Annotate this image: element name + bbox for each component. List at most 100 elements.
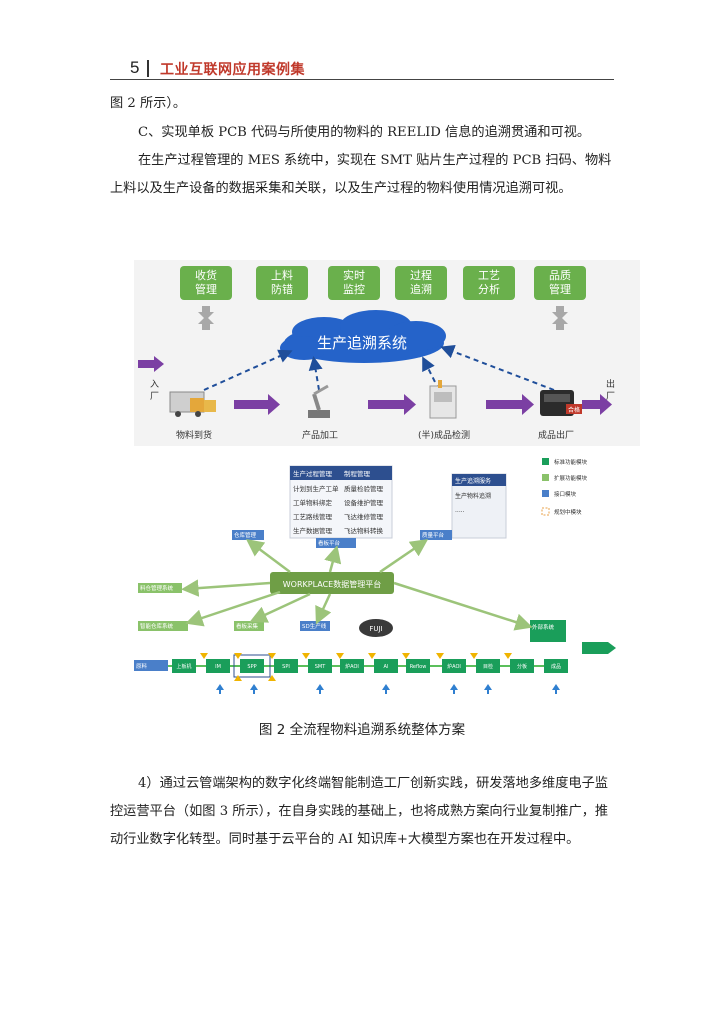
side-box-4 (138, 583, 182, 593)
svg-text:标准功能模块: 标准功能模块 (554, 458, 588, 466)
legend-swatch-1 (542, 458, 549, 465)
side-box-6 (234, 621, 264, 631)
platform-box (270, 572, 394, 594)
fuji-label: FUJI (369, 625, 382, 633)
svg-text:上板机: 上板机 (176, 663, 191, 670)
side-boxes: 仓库管理 看板平台 质量平台 料仓管理系统 智能仓库系统 看板采集 SD生产线 … (138, 530, 616, 654)
svg-text:外部系统: 外部系统 (532, 623, 555, 631)
svg-text:SD生产线: SD生产线 (302, 622, 327, 630)
svg-text:.....: ..... (455, 507, 465, 514)
module-label-6a: 品质 (549, 269, 571, 282)
paragraph-1: 图 2 所示）。 (110, 96, 187, 111)
paragraph-2: C、实现单板 PCB 代码与所使用的物料的 REELID 信息的追溯贯通和可视。 (138, 125, 591, 140)
finished-product-icon (540, 390, 582, 416)
cloud-label: 生产追溯系统 (317, 334, 407, 352)
module-label-1a: 收货 (195, 268, 217, 282)
svg-text:工单物料绑定: 工单物料绑定 (293, 498, 333, 507)
svg-text:看板采集: 看板采集 (236, 622, 259, 630)
svg-text:设备维护管理: 设备维护管理 (344, 498, 384, 507)
stage-label-1: 物料到货 (176, 429, 212, 441)
paragraph-3: 在生产过程管理的 MES 系统中，实现在 SMT 贴片生产过程的 PCB 扫码、… (110, 153, 612, 196)
svg-text:飞达维修管理: 飞达维修管理 (344, 512, 384, 521)
line-station-labels: 上板机 IM SPP SPI SMT 炉AOI AI Reflow 炉AOI 目… (176, 663, 561, 670)
figure-traceability-flow: 收货 管理 上料 防错 实时 监控 过程 追溯 工艺 分析 品质 管理 (134, 260, 640, 446)
module-boxes (180, 266, 586, 300)
module-box-4 (395, 266, 447, 300)
output-arrow (582, 642, 616, 654)
side-box-3 (420, 530, 452, 540)
page-number: 5 (130, 58, 140, 77)
header-title: 工业互联网应用案例集 (160, 62, 305, 78)
platform-connectors (181, 539, 533, 631)
svg-text:生产追溯服务: 生产追溯服务 (455, 477, 491, 485)
system-architecture-diagram: 生产过程管理 制程管理 计划到生产工单 质量检验管理 工单物料绑定 设备维护管理… (134, 458, 616, 694)
svg-text:SPI: SPI (282, 664, 290, 670)
svg-text:生产数据管理: 生产数据管理 (293, 526, 333, 535)
svg-text:炉AOI: 炉AOI (447, 663, 461, 670)
production-line: 原料 (134, 654, 568, 678)
module-box-2 (256, 266, 308, 300)
line-start-box (134, 660, 168, 671)
svg-text:计划到生产工单: 计划到生产工单 (293, 484, 339, 493)
side-box-1 (232, 530, 264, 540)
module-label-2a: 上料 (271, 268, 293, 282)
module-label-1b: 管理 (195, 282, 217, 296)
module-link-arrows (198, 306, 568, 330)
svg-text:原料: 原料 (136, 662, 148, 670)
legend-swatch-2 (542, 474, 549, 481)
svg-text:成品: 成品 (551, 663, 561, 670)
legend-swatch-4 (541, 507, 550, 516)
side-box-8 (530, 620, 566, 642)
module-box-6 (534, 266, 586, 300)
module-box-1 (180, 266, 232, 300)
svg-text:智能仓库系统: 智能仓库系统 (140, 622, 174, 630)
svg-text:炉AOI: 炉AOI (345, 663, 359, 670)
mes-function-table: 生产过程管理 制程管理 计划到生产工单 质量检验管理 工单物料绑定 设备维护管理… (289, 465, 393, 539)
module-box-5 (463, 266, 515, 300)
module-label-6b: 管理 (549, 282, 571, 296)
svg-text:SPP: SPP (247, 664, 256, 670)
figure-system-architecture: 生产过程管理 制程管理 计划到生产工单 质量检验管理 工单物料绑定 设备维护管理… (130, 456, 640, 702)
truck-icon (169, 391, 216, 417)
entry-label-a: 入 (150, 379, 159, 390)
svg-text:生产过程管理: 生产过程管理 (293, 469, 333, 478)
exit-label-b: 厂 (606, 391, 615, 402)
legend-swatch-3 (542, 490, 549, 497)
svg-text:看板平台: 看板平台 (318, 539, 341, 547)
module-label-2b: 防错 (271, 282, 293, 296)
stage-flow-arrows (234, 394, 612, 415)
exit-label-a: 出 (606, 378, 615, 390)
header-rule (110, 79, 614, 80)
svg-text:制程管理: 制程管理 (344, 469, 371, 478)
fuji-node (359, 619, 393, 637)
stage-label-3: (半)成品检测 (418, 429, 470, 441)
module-label-3a: 实时 (343, 268, 365, 282)
side-box-2 (316, 538, 356, 548)
svg-text:工艺路线管理: 工艺路线管理 (293, 512, 333, 521)
mes-table-rows: 计划到生产工单 质量检验管理 工单物料绑定 设备维护管理 工艺路线管理 飞达维修… (293, 484, 384, 535)
module-label-5a: 工艺 (478, 269, 500, 282)
stage-labels: 物料到货 产品加工 (半)成品检测 成品出厂 (176, 429, 574, 441)
svg-text:料仓管理系统: 料仓管理系统 (140, 584, 174, 592)
module-label-4a: 过程 (410, 269, 432, 282)
svg-text:AI: AI (384, 664, 389, 670)
svg-text:扩展功能模块: 扩展功能模块 (554, 474, 588, 482)
mes-table-headers: 生产过程管理 制程管理 (293, 469, 371, 478)
robot-arm-icon (308, 384, 330, 418)
svg-text:目检: 目检 (483, 663, 493, 670)
legend: 标准功能模块 扩展功能模块 接口模块 规划中模块 (541, 458, 588, 516)
entry-label-b: 厂 (150, 391, 159, 402)
entry-arrow (138, 360, 154, 368)
svg-text:规划中模块: 规划中模块 (554, 508, 582, 516)
svg-text:质量检验管理: 质量检验管理 (344, 484, 384, 493)
svg-text:IM: IM (215, 664, 221, 670)
cloud-shape (280, 310, 446, 363)
module-labels: 收货 管理 上料 防错 实时 监控 过程 追溯 工艺 分析 品质 管理 (195, 268, 571, 296)
blue-up-arrows (216, 684, 560, 694)
dashed-links (203, 345, 555, 391)
svg-text:飞达物料转换: 飞达物料转换 (344, 526, 384, 535)
page-header: 5 工业互联网应用案例集 (110, 58, 614, 80)
side-box-5 (138, 621, 188, 631)
inspection-machine-icon (429, 380, 457, 419)
svg-text:仓库管理: 仓库管理 (234, 531, 257, 539)
